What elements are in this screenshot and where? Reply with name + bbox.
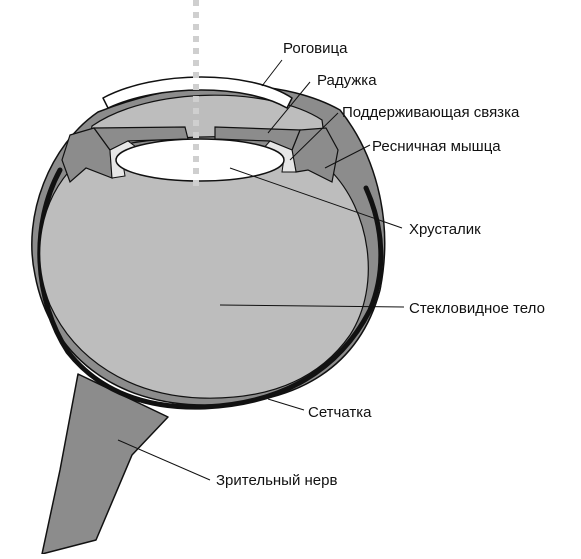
leader-cornea — [262, 60, 282, 86]
label-ligament: Поддерживающая связка — [342, 104, 520, 121]
leader-retina — [268, 399, 304, 410]
lens — [116, 139, 284, 181]
label-iris: Радужка — [317, 72, 377, 89]
label-retina: Сетчатка — [308, 404, 372, 421]
label-cornea: Роговица — [283, 40, 348, 57]
label-vitreous: Стекловидное тело — [409, 300, 545, 317]
label-ciliary-muscle: Ресничная мышца — [372, 138, 501, 155]
label-optic-nerve: Зрительный нерв — [216, 472, 337, 489]
leader-optic-nerve — [118, 440, 210, 480]
label-lens: Хрусталик — [409, 221, 481, 238]
